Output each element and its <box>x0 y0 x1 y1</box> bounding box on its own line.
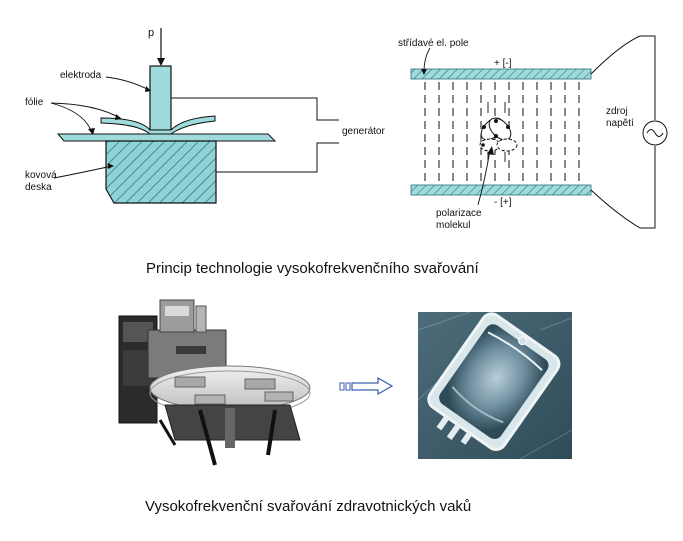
electrode-leader-head <box>145 86 151 92</box>
electrode-leader <box>105 76 150 91</box>
top-foil <box>100 115 216 135</box>
electrode <box>149 65 172 131</box>
plate-label-line2: deska <box>25 182 52 193</box>
foil-leader-2-head <box>88 128 95 135</box>
plate-leader <box>53 165 113 179</box>
medical-bags-caption: Vysokofrekvenční svařování zdravotnickýc… <box>145 498 472 515</box>
foil-leader-1 <box>50 102 121 119</box>
foil-label: fólie <box>25 97 44 108</box>
field-diagram <box>410 35 668 229</box>
polarization-label-line1: polarizace <box>436 208 482 219</box>
polarization-leader-head <box>487 146 494 155</box>
field-leader <box>423 47 431 73</box>
source-wire-bottom <box>590 146 656 229</box>
polarization-leader <box>477 149 491 206</box>
pressure-arrowhead <box>157 58 165 66</box>
welding-press-diagram <box>50 28 339 204</box>
welding-machine-photo <box>106 283 321 483</box>
source-wire-top <box>590 35 656 120</box>
sine-wave-icon <box>646 129 664 137</box>
electrode-label: elektroda <box>60 70 102 81</box>
block-arrow <box>339 376 394 396</box>
foil-leader-1-head <box>115 114 122 120</box>
top-plate <box>410 68 592 80</box>
field-lines <box>424 82 580 183</box>
plate-leader-head <box>108 163 114 169</box>
bottom-plate <box>410 184 592 196</box>
generator-label: generátor <box>342 126 385 137</box>
bottom-foil <box>56 133 277 142</box>
pressure-label: p <box>148 27 155 39</box>
foil-leader-2 <box>50 102 93 134</box>
source-label-line2: napětí <box>606 118 634 129</box>
charge-marks <box>481 119 510 147</box>
generator-wire-top <box>171 97 339 121</box>
generator-wire-bottom <box>216 142 339 173</box>
medical-bag-photo <box>417 311 573 460</box>
source-label-line1: zdroj <box>606 106 628 117</box>
top-polarity-label: + [-] <box>494 58 512 69</box>
molecule-group <box>479 117 518 152</box>
plate-label-line1: kovová <box>25 170 57 181</box>
polarization-label-line2: molekul <box>436 220 471 231</box>
bottom-polarity-label: - [+] <box>494 197 512 208</box>
field-leader-head <box>421 69 427 75</box>
field-label: střídavé el. pole <box>398 38 469 49</box>
principle-caption: Princip technologie vysokofrekvenčního s… <box>146 260 479 277</box>
metal-plate <box>105 140 217 204</box>
